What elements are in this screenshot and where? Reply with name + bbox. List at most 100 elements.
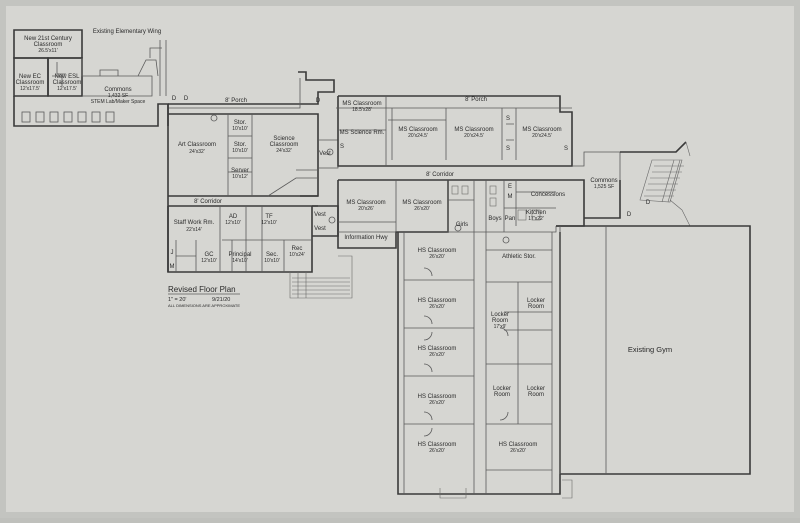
locker-room-2-name2: Room	[528, 304, 544, 310]
door-label-3: D	[316, 98, 321, 104]
kitchen-name: Kitchen	[526, 210, 546, 216]
elementary-wing	[13, 29, 169, 127]
concessions-label: Concessions	[531, 192, 565, 198]
principal-office-name: Principal	[228, 252, 251, 258]
storage-s2-label: S	[506, 146, 510, 152]
locker-room-4-name2: Room	[528, 392, 544, 398]
vest-lower-label: Vest	[314, 226, 326, 232]
locker-room-4-name: Locker	[527, 386, 545, 392]
reception-name: Rec	[292, 246, 303, 252]
hs-classroom-1-name: HS Classroom	[418, 248, 457, 254]
secretary-office-size: 10'x10'	[264, 258, 280, 264]
locker-room-3-name2: Room	[494, 392, 510, 398]
door-markers	[210, 114, 510, 244]
storage-1-size: 10'x10'	[232, 126, 248, 132]
vest-mid-label: Vest	[314, 212, 326, 218]
storage-2-size: 10'x10'	[232, 148, 248, 154]
ms-classroom-4-size: 20'x24.5'	[532, 133, 552, 139]
storage-1-name: Stor.	[234, 120, 247, 126]
main-building-walls	[167, 71, 751, 499]
corridor-left-label: 8' Corridor	[194, 199, 222, 205]
old-commons-note: STEM Lab/Maker Space	[91, 99, 146, 105]
locker-room-1-size: 17'x9'	[494, 324, 507, 330]
hs-classroom-6-size: 26'x20'	[510, 448, 526, 454]
storage-s3-label: S	[340, 144, 344, 150]
art-classroom-size: 24'x32'	[189, 149, 205, 155]
ad-office-name: AD	[229, 214, 238, 220]
new-21-century-classroom-name: New 21st Century	[24, 36, 72, 42]
new-commons-size: 1,525 SF	[594, 184, 614, 190]
science-classroom-size: 24'x32'	[276, 148, 292, 154]
kitchen-size: 17'x22'	[528, 216, 544, 222]
ms-classroom-6-size: 26'x20'	[414, 206, 430, 212]
plan-note: ALL DIMENSIONS ARE APPROXIMATE	[168, 303, 240, 308]
new-ec-classroom-name2: Classroom	[16, 80, 45, 86]
plan-date: 9/21/20	[212, 297, 230, 303]
hs-classroom-6-name: HS Classroom	[499, 442, 538, 448]
ms-classroom-5-name: MS Classroom	[346, 200, 385, 206]
hs-classroom-3-name: HS Classroom	[418, 346, 457, 352]
door-label-5: D	[646, 200, 651, 206]
hs-classroom-5-name: HS Classroom	[418, 442, 457, 448]
locker-room-1-name: Locker	[491, 312, 509, 318]
hs-classroom-3-size: 26'x20'	[429, 352, 445, 358]
mech-label-2: M	[508, 194, 513, 200]
plan-scale: 1" = 20'	[168, 297, 186, 303]
door-label-4: D	[627, 212, 632, 218]
new-esl-classroom-name: New ESL	[54, 74, 80, 80]
elevator-label: E	[508, 184, 512, 190]
tf-office-name: TF	[265, 214, 273, 220]
door-label-2: D	[184, 96, 189, 102]
ms-classroom-3-size: 20'x24.5'	[464, 133, 484, 139]
pantry-label: Pan	[505, 216, 516, 222]
new-commons-name: Commons	[590, 178, 617, 184]
new-21-century-classroom-size: 26.5'x11'	[38, 48, 57, 54]
hs-classroom-4-name: HS Classroom	[418, 394, 457, 400]
secretary-office-name: Sec.	[266, 252, 278, 258]
hs-classroom-5-size: 26'x20'	[429, 448, 445, 454]
server-room-name: Server	[231, 168, 249, 174]
old-commons-size: 1,432 SF	[108, 93, 128, 99]
ms-classroom-4-name: MS Classroom	[522, 127, 561, 133]
storage-2-name: Stor.	[234, 142, 247, 148]
porch-right-label: 8' Porch	[465, 97, 487, 103]
server-room-size: 10'x12'	[232, 174, 248, 180]
principal-office-size: 14'x10'	[232, 258, 248, 264]
ms-classroom-2-name: MS Classroom	[398, 127, 437, 133]
ms-science-room-name: MS Science Rm.	[340, 130, 385, 136]
ms-classroom-5-size: 20'x26'	[358, 206, 374, 212]
staff-work-room-name: Staff Work Rm.	[174, 220, 215, 226]
storage-s1-label: S	[506, 116, 510, 122]
new-21-century-classroom-name2: Classroom	[34, 42, 63, 48]
mech-label: M	[170, 264, 175, 270]
gc-office-size: 12'x10'	[201, 258, 217, 264]
old-commons-name: Commons	[104, 87, 131, 93]
janitor-label: J	[171, 250, 174, 256]
ms-classroom-1-name: MS Classroom	[342, 101, 381, 107]
staff-work-room-size: 22'x14'	[186, 227, 202, 233]
girls-restroom-label: Girls	[456, 222, 468, 228]
plan-title: Revised Floor Plan	[168, 285, 236, 294]
ms-classroom-1-size: 18.5'x28'	[352, 107, 372, 113]
boys-restroom-label: Boys	[488, 216, 501, 222]
new-ec-classroom-name: New EC	[19, 74, 42, 80]
art-classroom-name: Art Classroom	[178, 142, 216, 148]
hs-classroom-1-size: 26'x20'	[429, 254, 445, 260]
hs-classroom-2-size: 26'x20'	[429, 304, 445, 310]
hs-classroom-2-name: HS Classroom	[418, 298, 457, 304]
ms-classroom-2-size: 20'x24.5'	[408, 133, 428, 139]
ms-classroom-6-name: MS Classroom	[402, 200, 441, 206]
vest-left-label: Vest	[319, 151, 331, 157]
locker-room-1-name2: Room	[492, 318, 508, 324]
science-classroom-name: Science	[273, 136, 295, 142]
door-label-1: D	[172, 96, 177, 102]
tf-office-size: 12'x10'	[261, 220, 277, 226]
existing-gym-label: Existing Gym	[628, 345, 672, 354]
science-classroom-name2: Classroom	[270, 142, 299, 148]
elementary-wing-label: Existing Elementary Wing	[93, 29, 161, 35]
locker-room-3-name: Locker	[493, 386, 511, 392]
new-esl-classroom-size: 12'x17.5'	[57, 86, 77, 92]
ad-office-size: 12'x10'	[225, 220, 241, 226]
